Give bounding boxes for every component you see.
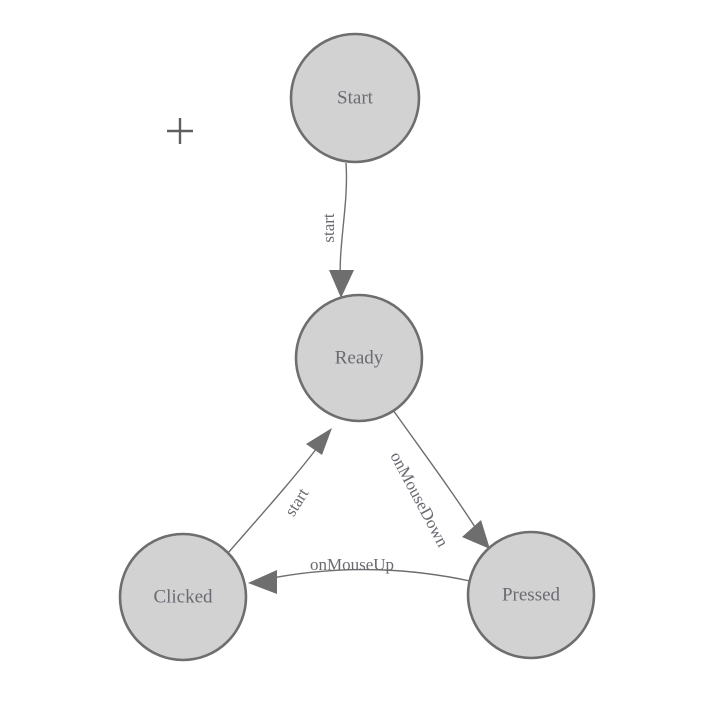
edge-pressed-to-clicked[interactable]: onMouseUp — [248, 555, 471, 594]
node-ready[interactable]: Ready — [294, 293, 424, 423]
node-label-pressed: Pressed — [502, 584, 561, 605]
node-pressed[interactable]: Pressed — [466, 530, 596, 660]
node-circle[interactable] — [466, 530, 596, 660]
node-circle[interactable] — [118, 532, 248, 662]
plus-marker-icon — [167, 118, 193, 144]
arrowhead-icon — [462, 520, 490, 549]
edge-ready-to-pressed[interactable]: onMouseDown — [386, 409, 490, 551]
node-circle[interactable] — [294, 293, 424, 423]
edge-label-start-to-ready: start — [319, 213, 338, 243]
edge-label-pressed-to-clicked: onMouseUp — [310, 555, 394, 574]
edge-line — [227, 443, 321, 554]
node-label-clicked: Clicked — [153, 586, 213, 607]
edge-label-clicked-to-ready: start — [281, 484, 313, 519]
node-circle[interactable] — [289, 32, 421, 164]
node-clicked[interactable]: Clicked — [118, 532, 248, 662]
arrowhead-icon — [329, 270, 354, 298]
edge-line — [392, 409, 483, 539]
node-label-start: Start — [337, 87, 374, 108]
node-label-ready: Ready — [335, 347, 384, 368]
edge-line — [339, 162, 348, 288]
arrowhead-icon — [306, 428, 332, 455]
edge-clicked-to-ready[interactable]: start — [227, 428, 332, 554]
node-start[interactable]: Start — [289, 32, 421, 164]
edge-start-to-ready[interactable]: start — [319, 162, 354, 298]
edge-line — [261, 568, 471, 582]
arrowhead-icon — [248, 570, 277, 594]
edge-label-ready-to-pressed: onMouseDown — [386, 449, 452, 551]
